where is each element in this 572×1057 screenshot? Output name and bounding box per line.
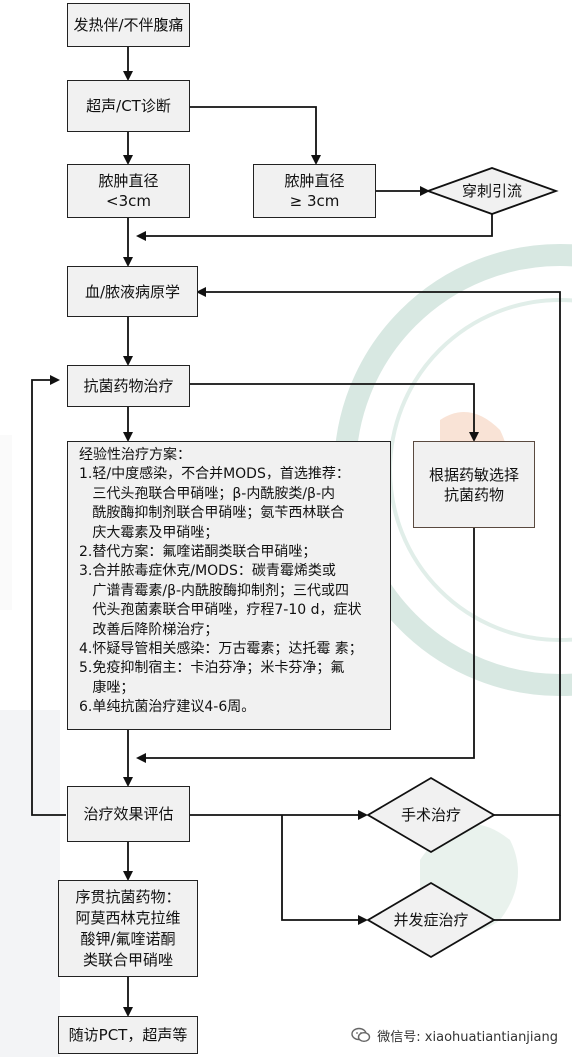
node-small-label: 脓肿直径 <3cm [98,172,159,210]
node-large-abscess: 脓肿直径 ≥ 3cm [253,164,376,218]
node-followup: 随访PCT，超声等 [58,1016,198,1054]
footer-text: 微信号: xiaohuatiantianjiang [377,1029,558,1045]
node-large-label: 脓肿直径 ≥ 3cm [284,172,345,210]
drainage-diamond [425,167,559,215]
empiric-line-7: 广谱青霉素/β-内酰胺酶抑制剂；三代或四 [79,582,350,599]
node-evaluation: 治疗效果评估 [67,786,190,842]
node-sensitivity: 根据药敏选择 抗菌药物 [413,441,535,528]
node-pathogen: 血/脓液病原学 [67,266,198,317]
node-start: 发热伴/不伴腹痛 [67,3,190,47]
empiric-line-13: 6.单纯抗菌治疗建议4-6周。 [79,699,256,716]
node-empiric-regimen: 经验性治疗方案： 1.轻/中度感染，不合并MODS，首选推荐： 三代头孢联合甲硝… [67,441,391,730]
empiric-line-12: 康唑； [79,679,135,696]
node-sequential: 序贯抗菌药物： 阿莫西林克拉维 酸钾/氟喹诺酮 类联合甲硝唑 [58,880,198,977]
node-evaluation-label: 治疗效果评估 [83,805,174,823]
left-margin-shade-lower [0,710,60,1057]
empiric-line-6: 3.合并脓毒症休克/MODS：碳青霉烯类或 [79,563,336,580]
node-start-label: 发热伴/不伴腹痛 [73,16,184,34]
node-sensitivity-label: 根据药敏选择 抗菌药物 [428,465,519,504]
node-diagnosis: 超声/CT诊断 [67,80,190,132]
footer-watermark: 微信号: xiaohuatiantianjiang [351,1025,558,1045]
empiric-line-4: 庆大霉素及甲硝唑； [79,524,219,541]
node-antibiotic: 抗菌药物治疗 [67,365,190,407]
node-small-abscess: 脓肿直径 <3cm [67,164,190,218]
node-sequential-label: 序贯抗菌药物： 阿莫西林克拉维 酸钾/氟喹诺酮 类联合甲硝唑 [75,887,181,969]
node-followup-label: 随访PCT，超声等 [68,1026,188,1044]
empiric-title: 经验性治疗方案： [79,447,191,463]
complication-diamond [366,881,496,959]
empiric-line-8: 代头孢菌素联合甲硝唑，疗程7-10 d，症状 [79,602,362,619]
empiric-line-9: 改善后降阶梯治疗； [79,621,219,638]
node-pathogen-label: 血/脓液病原学 [84,282,181,301]
node-diagnosis-label: 超声/CT诊断 [86,97,171,115]
node-antibiotic-label: 抗菌药物治疗 [83,377,174,395]
wechat-icon [351,1027,371,1043]
empiric-line-1: 1.轻/中度感染，不合并MODS，首选推荐： [79,466,350,483]
empiric-line-10: 4.怀疑导管相关感染：万古霉素；达托霉 素； [79,641,363,658]
empiric-line-3: 酰胺酶抑制剂联合甲硝唑；氨苄西林联合 [79,505,345,522]
surgery-diamond [366,776,496,854]
left-margin-shade [0,435,12,610]
empiric-line-2: 三代头孢联合甲硝唑；β-内酰胺类/β-内 [79,485,336,502]
empiric-line-11: 5.免疫抑制宿主：卡泊芬净；米卡芬净；氟 [79,660,345,677]
empiric-line-5: 2.替代方案：氟喹诺酮类联合甲硝唑； [79,544,317,561]
